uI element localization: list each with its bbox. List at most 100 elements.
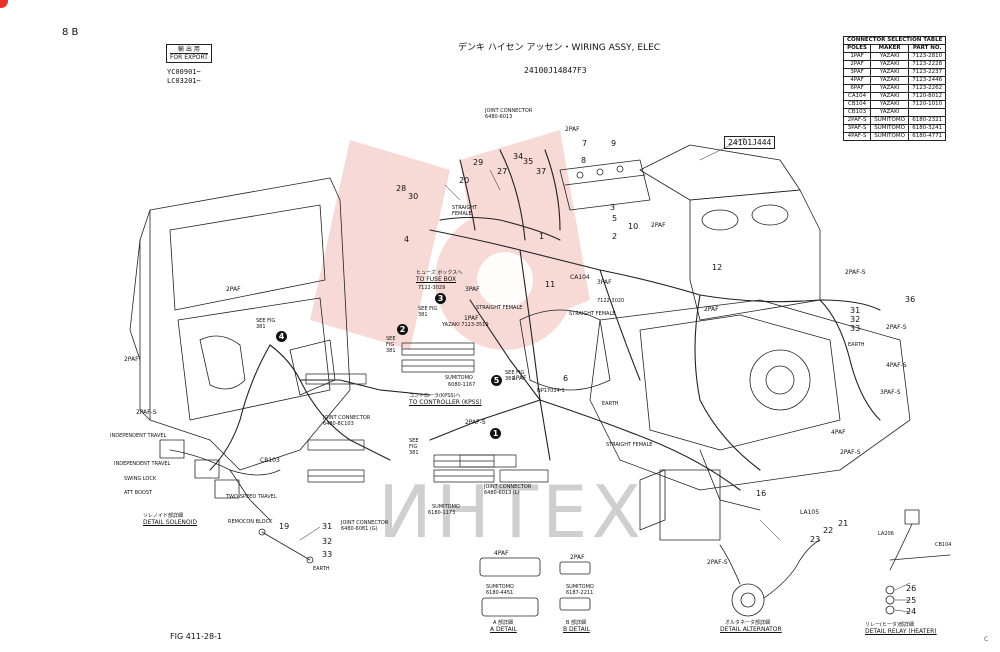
joint-connector-number: 6480-6013 (L)	[484, 490, 520, 496]
ground-strap	[258, 528, 314, 564]
part-number: 33	[322, 550, 333, 559]
export-box: 輸 出 用 FOR EXPORT	[166, 44, 212, 63]
earth-label: EARTH	[848, 342, 865, 348]
battery-outline	[559, 159, 651, 211]
part-number: 21	[838, 519, 849, 528]
part-number: 10	[628, 222, 639, 231]
connector-code: 4PAF	[512, 375, 527, 382]
connector-code: 4PAF	[494, 550, 509, 557]
table-cell: 6180-4771	[908, 132, 947, 141]
part-number: 23	[810, 535, 821, 544]
part-number: 4	[404, 235, 410, 244]
straight-female-label: STRAIGHT FEMALE	[452, 205, 478, 217]
detail-relay-title: DETAIL RELAY (HEATER)	[865, 628, 937, 635]
detail-b-title: B DETAIL	[563, 626, 590, 633]
solenoid-label: REMOCON BLOCK	[228, 519, 273, 525]
part-number: 32	[322, 537, 333, 546]
straight-female-label: STRAIGHT FEMALE	[606, 442, 653, 448]
part-number: 28	[396, 184, 407, 193]
connector-code: 4PAF	[831, 429, 846, 436]
see-fig-label: SEE FIG 381	[418, 306, 438, 318]
connector-code: CB103	[260, 457, 280, 464]
page-title: デンキ ハイセン アッセン・WIRING ASSY, ELEC	[458, 43, 661, 53]
serial-1: YC00901~	[167, 68, 201, 76]
connector-code: 2PAF	[570, 554, 585, 561]
connector-selection-table: CONNECTOR SELECTION TABLE POLES MAKER PA…	[842, 36, 947, 141]
part-number: 11	[545, 280, 556, 289]
sumitomo-label: SUMITOMO	[566, 584, 594, 590]
earth-label: EARTH	[602, 401, 619, 407]
assembly-number: 24101J444	[724, 136, 776, 149]
part-number: 5	[612, 214, 618, 223]
relay-connector-label: CB104	[935, 542, 952, 548]
joint-connector-label: JOINT CONNECTOR	[341, 520, 389, 526]
part-number: 8	[581, 156, 587, 165]
figure-number: FIG 411-28-1	[170, 632, 223, 641]
connector-code: 3PAF	[465, 286, 480, 293]
detail-solenoid-title: DETAIL SOLENOID	[143, 519, 197, 526]
connector-code: 1PAF	[464, 315, 479, 322]
see-fig-label: SEE FIG 381	[505, 370, 525, 382]
relay-connector-label: LA206	[878, 531, 894, 537]
part-number: 7	[582, 139, 588, 148]
part-label: 6080-1167	[448, 382, 476, 388]
part-label: 6180-4451	[486, 590, 514, 596]
joint-connector-label: JOINT CONNECTOR	[323, 415, 371, 421]
part-number: 3	[610, 203, 616, 212]
sumitomo-label: SUMITOMO	[432, 504, 460, 510]
export-label-en: FOR EXPORT	[170, 53, 208, 61]
solenoid-label: TWO-SPEED TRAVEL	[226, 494, 277, 500]
part-number: 19	[279, 522, 290, 531]
connector-code: 2PAF-S	[840, 449, 861, 456]
detail-alternator-title: DETAIL ALTERNATOR	[720, 626, 782, 633]
part-number: 20	[459, 176, 470, 185]
drawing-number: 24100J14847F3	[524, 66, 587, 75]
leader-lines	[299, 137, 911, 613]
fuse-box-label-jp: ヒューズ ボックスへ	[416, 270, 463, 276]
sumitomo-label: SUMITOMO	[445, 375, 473, 381]
relay-detail	[885, 509, 951, 615]
straight-female-label: STRAIGHT FEMALE	[569, 311, 616, 317]
page-mark: C	[984, 636, 989, 643]
watermark-logo	[310, 130, 590, 350]
straight-female-label: STRAIGHT FEMALE	[476, 305, 523, 311]
part-number: 26	[906, 584, 917, 593]
detail-a-b	[479, 557, 591, 617]
fuse-box-label: TO FUSE BOX	[416, 276, 457, 283]
solenoid-label: INDEPENDENT TRAVEL	[114, 461, 171, 467]
corner-record-icon	[0, 0, 8, 8]
part-number: 24	[906, 607, 917, 616]
solenoid-label: SWING LOCK	[124, 476, 157, 482]
alternator-detail	[719, 539, 821, 617]
see-fig-label: SEE FIG 381	[386, 336, 396, 354]
part-number: 37	[536, 167, 547, 176]
part-number: 31	[322, 522, 333, 531]
connector-code: 2PAF	[124, 356, 139, 363]
part-label: 7122-3029	[418, 285, 446, 291]
part-number: 35	[523, 157, 534, 166]
connector-code: 2PAF	[226, 286, 241, 293]
detail-a-title: A DETAIL	[490, 626, 517, 633]
part-label: 6180-1173	[428, 510, 456, 516]
watermark-text: ИНТЕХ	[378, 470, 645, 554]
part-number: 33	[850, 324, 861, 333]
part-number: 22	[823, 526, 834, 535]
connector-code: 4PAF-S	[886, 362, 907, 369]
part-label: NP17034-1	[537, 388, 565, 394]
part-number: 34	[513, 152, 524, 161]
part-number: 6	[563, 374, 569, 383]
engine-outline	[519, 144, 911, 541]
part-number: 29	[473, 158, 484, 167]
corner-mark: 8 B	[62, 27, 79, 38]
part-number: 36	[905, 295, 916, 304]
solenoid-label: INDEPENDENT TRAVEL	[110, 433, 167, 439]
connector-code: 2PAF	[651, 222, 666, 229]
detail-solenoid-jp: ソレノイド部詳細	[143, 513, 184, 519]
table-cell: 4PAF-S	[842, 132, 872, 141]
part-number: 2	[612, 232, 618, 241]
export-label-jp: 輸 出 用	[178, 46, 200, 53]
detail-alternator-jp: オルタネータ部詳細	[725, 620, 771, 626]
see-fig-label: SEE FIG 381	[256, 318, 276, 330]
